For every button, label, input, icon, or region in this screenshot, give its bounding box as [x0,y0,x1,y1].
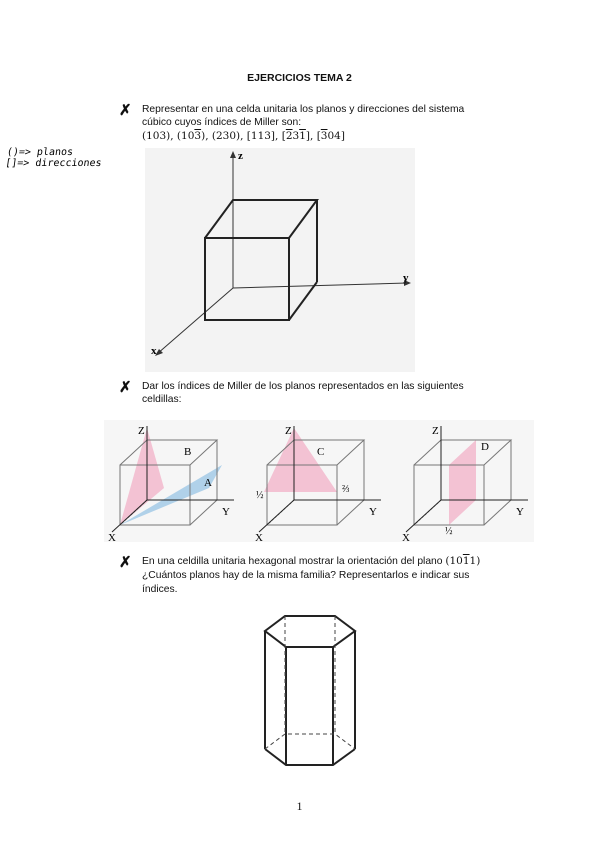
plane-d-label: D [481,441,489,453]
exercise-1-line-1: Representar en una celda unitaria los pl… [142,104,465,115]
plane-c-label: C [317,446,324,458]
miller-index-1: (103) [142,130,171,142]
exercise-2-line-1: Dar los índices de Miller de los planos … [142,381,464,392]
cell-2-x-label: X [255,532,263,542]
page-title: EJERCICIOS TEMA 2 [247,72,352,84]
cell-3-y-label: Y [516,506,524,518]
plane-a-label: A [204,477,212,489]
unit-cube [204,199,319,321]
z-axis-label: z [238,150,243,162]
plane-b-label: B [184,446,191,458]
miller-index-4: [113] [246,130,276,142]
page-number: 1 [296,799,303,813]
cell-1-z-label: Z [138,425,145,437]
cell-3-x-label: X [402,532,410,542]
miller-index-2: (103) [176,130,206,142]
cell-2-z-label: Z [285,425,292,437]
miller-cells-figure: Z Y X B A Z Y X C ½ ⅔ [104,420,534,542]
exercise-3-line-1: En una celdilla unitaria hexagonal mostr… [142,555,480,568]
exercise-1-line-2: cúbico cuyos índices de Miller son: [142,117,302,128]
cell-1: Z Y X B A [108,425,234,542]
exercise-3-line-2: ¿Cuántos planos hay de la misma familia?… [142,570,470,581]
x-axis-label: x [151,345,157,357]
cell-1-y-label: Y [222,506,230,518]
cube-axes-figure: z y x [145,148,415,372]
miller-indices-list: (103), (103), (230), [113], [231], [304] [142,130,345,142]
cell-2-y-label: Y [369,506,377,518]
exercise-3-checkmark-icon: ✗ [119,554,132,571]
exercise-1-checkmark-icon: ✗ [119,102,132,119]
miller-index-3: (230) [211,130,241,142]
hexagonal-plane-index: (1011) [445,555,481,567]
exercise-3-text: En una celdilla unitaria hexagonal mostr… [142,556,443,567]
y-axis-label: y [403,272,409,284]
exercise-3-line-3: índices. [142,584,178,595]
cell-1-x-label: X [108,532,116,542]
miller-index-5: [231] [281,130,310,142]
exercise-2-line-2: celdillas: [142,394,182,405]
note-planos: ()=> planos [6,147,74,158]
note-direcciones: []=> direcciones [4,158,103,169]
cell-3-intercept-half-label: ½ [445,526,453,537]
miller-index-6: [304] [316,130,345,142]
intercept-two-thirds-label: ⅔ [342,484,350,495]
cell-3-z-label: Z [432,425,439,437]
hexagonal-prism-figure [263,615,357,766]
cell-3: Z Y X D ½ [402,425,528,542]
cell-2: Z Y X C ½ ⅔ [255,425,381,542]
handwritten-note: ()=> planos []=> direcciones [4,147,103,169]
exercise-2-checkmark-icon: ✗ [119,379,132,396]
intercept-half-label: ½ [256,490,264,501]
